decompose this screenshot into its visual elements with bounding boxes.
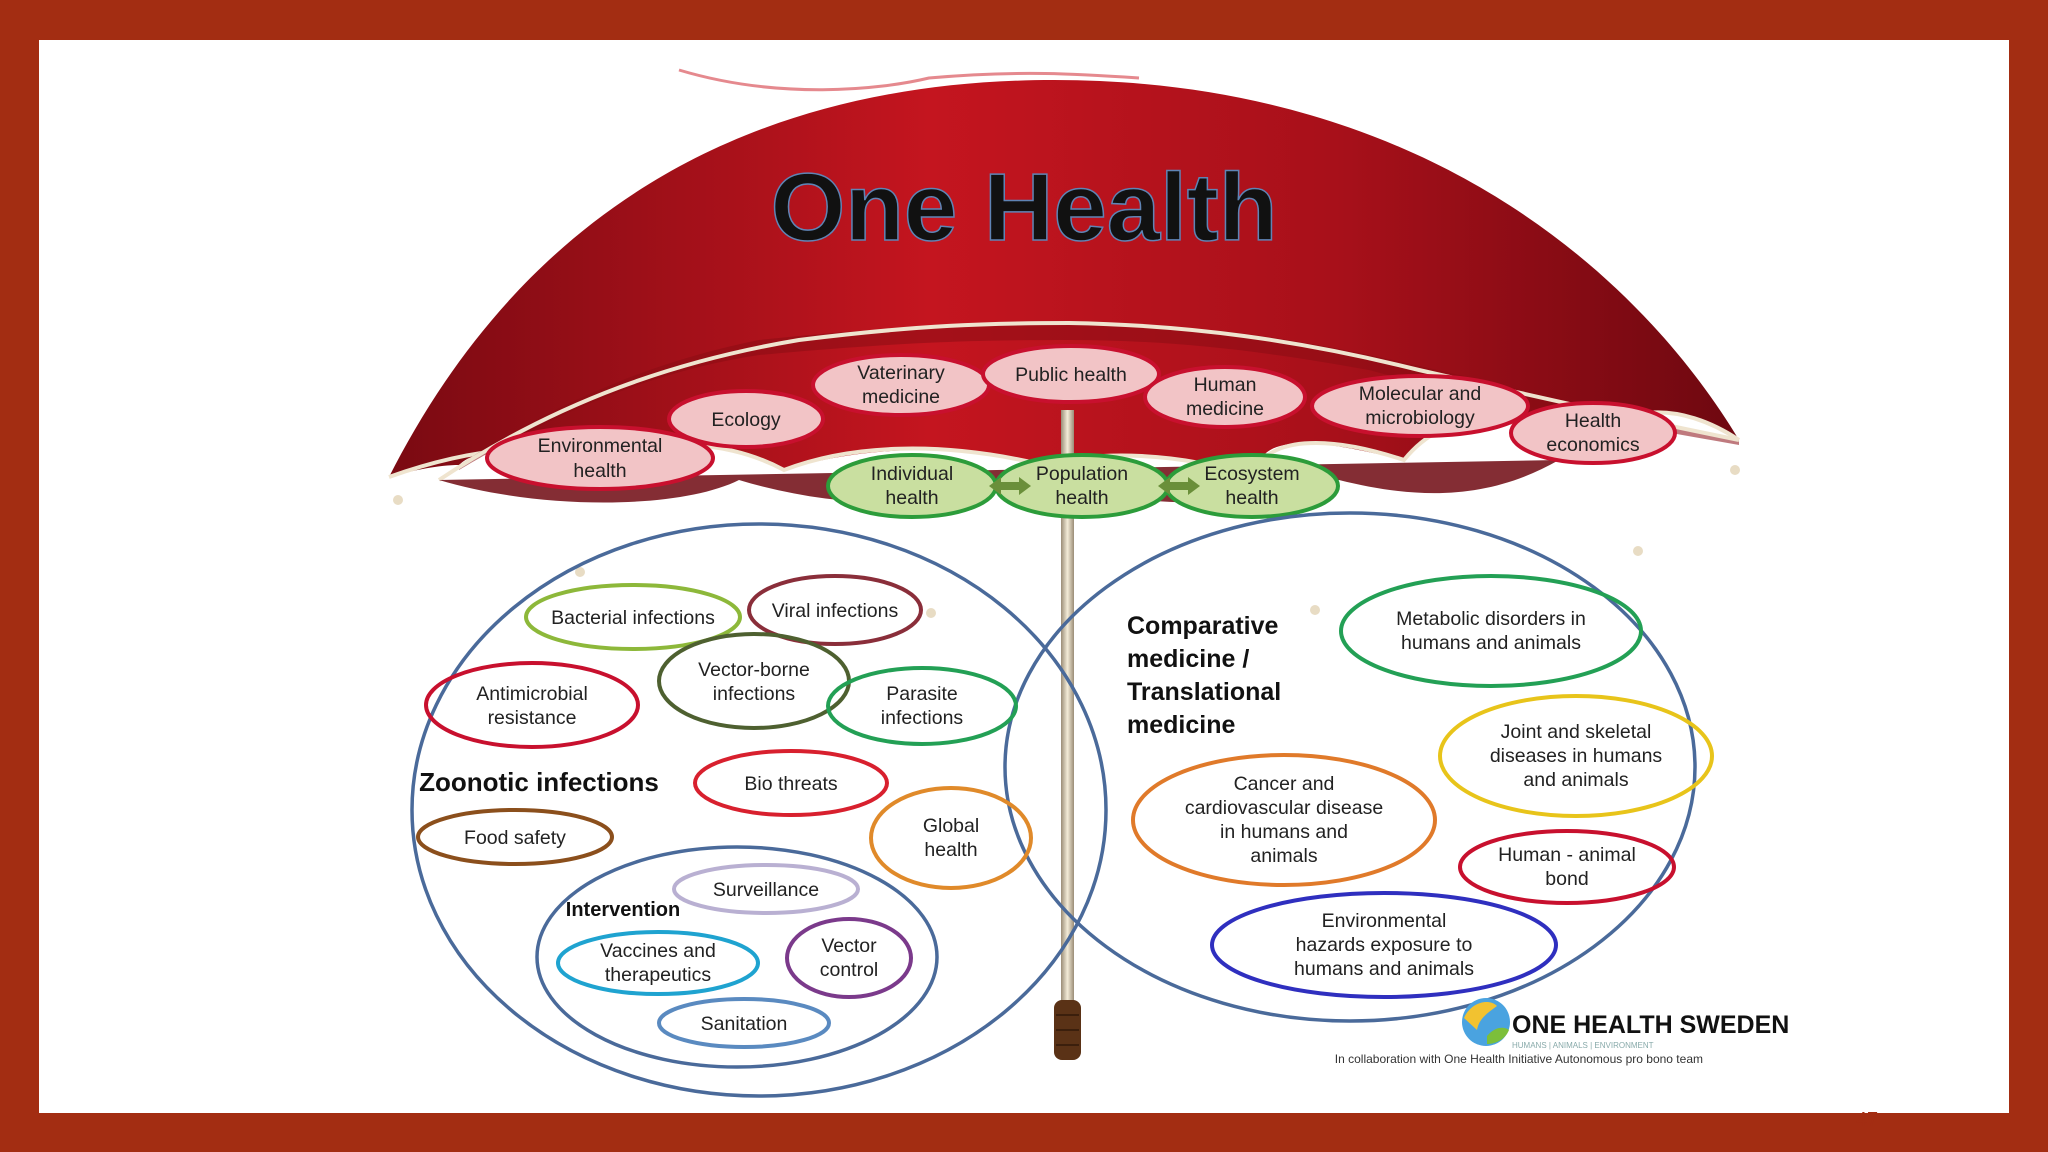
logo-name: ONE HEALTH SWEDEN bbox=[1512, 1011, 1789, 1039]
label-ecology: Ecology bbox=[667, 389, 825, 449]
umbrella-title: One Health bbox=[771, 154, 1278, 261]
item-sanitation: Sanitation bbox=[657, 997, 831, 1049]
svg-text:Surveillance: Surveillance bbox=[713, 879, 819, 901]
zoonotic-items: Bacterial infections Viral infections Ve… bbox=[416, 574, 1033, 890]
double-arrow-icon bbox=[989, 477, 1200, 495]
svg-text:Public health: Public health bbox=[1015, 364, 1127, 386]
svg-text:Viral infections: Viral infections bbox=[772, 600, 899, 622]
label-public-health: Public health bbox=[981, 344, 1161, 404]
item-food-safety: Food safety bbox=[416, 808, 614, 866]
item-bio-threats: Bio threats bbox=[693, 749, 889, 817]
zoonotic-circle bbox=[410, 522, 1108, 1098]
svg-text:Food safety: Food safety bbox=[464, 827, 566, 849]
intervention-heading: Intervention bbox=[566, 899, 680, 921]
one-health-sweden-logo: ONE HEALTH SWEDEN HUMANS | ANIMALS | ENV… bbox=[1335, 998, 1789, 1066]
globe-icon bbox=[1462, 998, 1510, 1046]
svg-text:Bacterial infections: Bacterial infections bbox=[551, 607, 715, 629]
intervention-circle bbox=[535, 845, 939, 1069]
logo-tagline: HUMANS | ANIMALS | ENVIRONMENT bbox=[1512, 1041, 1654, 1050]
logo-credit: In collaboration with One Health Initiat… bbox=[1335, 1052, 1703, 1066]
svg-text:Ecology: Ecology bbox=[711, 409, 781, 431]
item-surveillance: Surveillance bbox=[672, 863, 860, 915]
item-viral-infections: Viral infections bbox=[747, 574, 923, 646]
umbrella-shaft bbox=[1054, 410, 1081, 1060]
svg-text:Bio threats: Bio threats bbox=[744, 773, 837, 795]
comparative-circle bbox=[1003, 511, 1697, 1023]
item-bacterial-infections: Bacterial infections bbox=[524, 583, 742, 651]
zoonotic-heading: Zoonotic infections bbox=[419, 767, 659, 797]
svg-text:Sanitation: Sanitation bbox=[701, 1013, 788, 1035]
page-number: 47 bbox=[1855, 1109, 1879, 1131]
